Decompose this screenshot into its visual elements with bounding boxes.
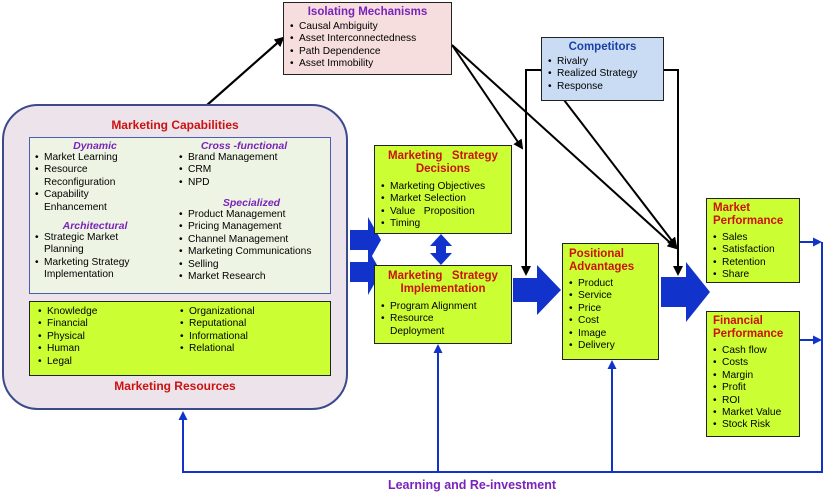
decision-item: Marketing Objectives [381, 181, 505, 194]
isolating-mechanisms-title: Isolating Mechanisms [307, 6, 428, 18]
market-performance-item: Sales [713, 232, 793, 245]
feedback-loop-line [178, 242, 823, 473]
positional-advantages-box: Positional Advantages Product Service Pr… [562, 243, 659, 360]
resource-item: Reputational [180, 318, 255, 331]
financial-performance-item: Costs [713, 357, 793, 370]
positional-item: Price [569, 303, 652, 316]
learning-reinvestment-label: Learning and Re-investment [387, 478, 557, 492]
competitor-item: Response [548, 81, 657, 94]
resources-inner-box: Knowledge Financial Physical Human Legal… [29, 301, 331, 376]
dynamic-title: Dynamic [73, 140, 117, 152]
architectural-item: Strategic Market Planning [35, 232, 144, 257]
dynamic-item: Capability Enhancement [35, 189, 134, 214]
cross-functional-group: Cross -functional Brand Management CRM N… [179, 140, 329, 190]
market-performance-item: Share [713, 269, 793, 282]
dynamic-item: Market Learning [35, 152, 175, 165]
resource-item: Human [38, 343, 97, 356]
resource-item: Knowledge [38, 306, 97, 319]
strategy-decisions-title: Marketing Strategy Decisions [388, 150, 498, 175]
strategy-implementation-box: Marketing Strategy Implementation Progra… [374, 265, 512, 344]
financial-performance-item: Margin [713, 370, 793, 383]
specialized-group: Specialized Product Management Pricing M… [179, 197, 329, 284]
strategy-implementation-title: Marketing Strategy Implementation [388, 270, 498, 295]
positional-item: Service [569, 290, 652, 303]
specialized-item: Channel Management [179, 234, 329, 247]
arrow-competitors-to-implementation [521, 69, 541, 276]
market-performance-item: Retention [713, 257, 793, 270]
specialized-title: Specialized [222, 197, 281, 209]
financial-performance-title: Financial Performance [713, 315, 784, 340]
implementation-item: Program Alignment [381, 301, 505, 314]
competitors-box: Competitors Rivalry Realized Strategy Re… [541, 37, 664, 101]
isolating-item: Asset Interconnectedness [290, 33, 445, 46]
implementation-item: Resource Deployment [381, 313, 460, 338]
resource-item: Relational [180, 343, 255, 356]
resource-item: Informational [180, 331, 255, 344]
arrow-isolating-to-decisions [451, 44, 524, 150]
financial-performance-box: Financial Performance Cash flow Costs Ma… [706, 311, 800, 437]
double-arrow-decisions-implementation [430, 234, 452, 265]
market-performance-title: Market Performance [713, 202, 784, 227]
specialized-item: Product Management [179, 209, 329, 222]
decision-item: Market Selection [381, 193, 505, 206]
competitor-item: Realized Strategy [548, 68, 657, 81]
cross-functional-title: Cross -functional [200, 140, 288, 152]
architectural-group: Architectural Strategic Market Planning … [35, 220, 175, 282]
isolating-item: Path Dependence [290, 46, 445, 59]
dynamic-group: Dynamic Market Learning Resource Reconfi… [35, 140, 175, 214]
isolating-item: Causal Ambiguity [290, 21, 445, 34]
positional-item: Cost [569, 315, 652, 328]
competitors-title: Competitors [568, 41, 637, 53]
specialized-item: Selling [179, 259, 329, 272]
positional-advantages-title: Positional Advantages [569, 248, 635, 273]
marketing-resources-title: Marketing Resources [114, 379, 236, 393]
positional-item: Image [569, 328, 652, 341]
block-arrow-capabilities-to-decisions [350, 217, 381, 263]
resource-item: Legal [38, 356, 97, 369]
arrow-competitors-to-performance [664, 69, 683, 276]
specialized-item: Market Research [179, 271, 329, 284]
strategy-decisions-box: Marketing Strategy Decisions Marketing O… [374, 145, 512, 234]
positional-item: Product [569, 278, 652, 291]
cross-functional-item: NPD [179, 177, 329, 190]
marketing-capabilities-title: Marketing Capabilities [111, 118, 239, 132]
arrow-isolating-to-market-performance [451, 44, 678, 250]
specialized-item: Marketing Communications [179, 246, 329, 259]
financial-performance-item: Cash flow [713, 345, 793, 358]
market-performance-item: Satisfaction [713, 244, 793, 257]
market-performance-box: Market Performance Sales Satisfaction Re… [706, 198, 800, 283]
architectural-title: Architectural [62, 220, 128, 232]
specialized-item: Pricing Management [179, 221, 329, 234]
arrow-capabilities-to-isolating [197, 36, 285, 114]
financial-performance-item: Stock Risk [713, 419, 793, 432]
architectural-item: Marketing Strategy Implementation [35, 257, 154, 282]
positional-item: Delivery [569, 340, 652, 353]
cross-functional-item: CRM [179, 164, 329, 177]
decision-item: Value Proposition [381, 206, 505, 219]
resource-item: Physical [38, 331, 97, 344]
resource-item: Financial [38, 318, 97, 331]
decision-item: Timing [381, 218, 505, 231]
isolating-mechanisms-box: Isolating Mechanisms Causal Ambiguity As… [283, 2, 452, 75]
isolating-item: Asset Immobility [290, 58, 445, 71]
cross-functional-item: Brand Management [179, 152, 329, 165]
competitor-item: Rivalry [548, 56, 657, 69]
block-arrow-positional-to-performance [661, 262, 710, 322]
dynamic-item: Resource Reconfiguration [35, 164, 134, 189]
financial-performance-item: Profit [713, 382, 793, 395]
resource-item: Organizational [180, 306, 255, 319]
financial-performance-item: Market Value [713, 407, 793, 420]
financial-performance-item: ROI [713, 395, 793, 408]
block-arrow-implementation-to-positional [513, 265, 561, 315]
block-arrow-capabilities-to-implementation [350, 249, 381, 295]
